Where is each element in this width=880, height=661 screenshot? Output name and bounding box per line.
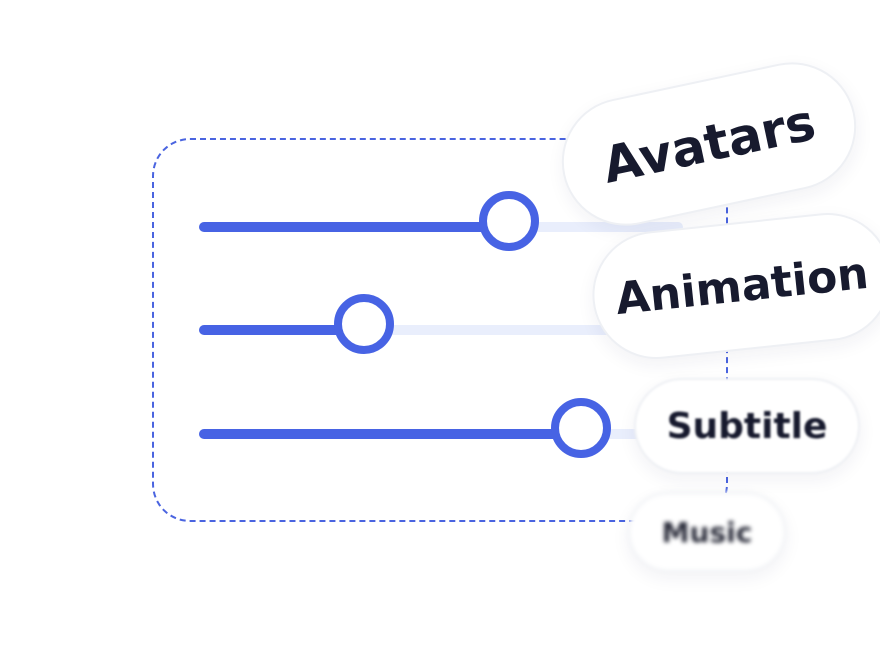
- slider-thumb[interactable]: [333, 294, 394, 354]
- slider-avatars[interactable]: [199, 187, 683, 267]
- slider-animation[interactable]: [199, 290, 683, 370]
- slider-fill: [199, 429, 582, 439]
- slider-fill: [199, 325, 364, 335]
- slider-fill: [199, 222, 509, 232]
- slider-thumb[interactable]: [551, 398, 612, 458]
- tag-subtitle[interactable]: Subtitle: [634, 378, 860, 474]
- tag-music[interactable]: Music: [628, 492, 786, 572]
- slider-thumb[interactable]: [478, 191, 539, 251]
- slider-subtitle[interactable]: [199, 394, 683, 474]
- slider-track: [199, 325, 683, 335]
